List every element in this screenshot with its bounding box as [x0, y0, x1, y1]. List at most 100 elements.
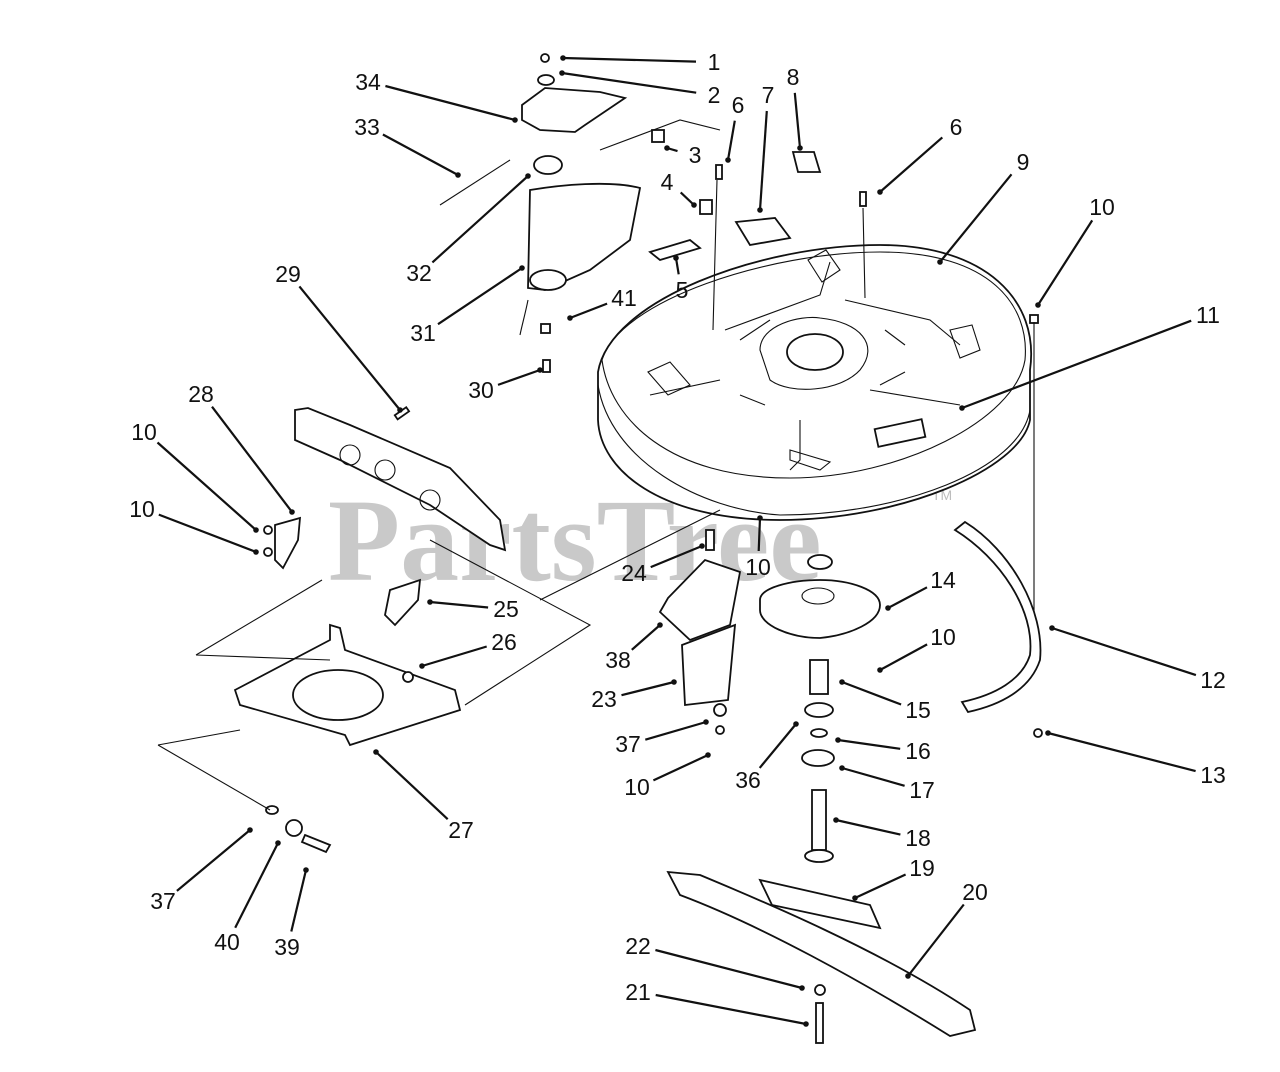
leader-dot — [839, 679, 845, 685]
callout-16: 16 — [835, 737, 931, 764]
callout-41: 41 — [567, 285, 637, 321]
leader-dot — [877, 667, 883, 673]
leader-line — [841, 680, 902, 706]
leader-dot — [455, 172, 461, 178]
leader-line — [907, 903, 965, 977]
leader-line — [679, 191, 695, 206]
callout-label: 20 — [962, 879, 988, 905]
leader-line — [382, 133, 459, 176]
callout-32: 32 — [406, 173, 531, 286]
callout-label: 10 — [129, 496, 155, 522]
callout-label: 21 — [625, 979, 651, 1005]
callout-10: 10 — [131, 419, 259, 533]
callout-label: 41 — [611, 285, 637, 311]
callout-label: 28 — [188, 381, 214, 407]
callout-label: 1 — [708, 49, 721, 75]
leader-dot — [253, 527, 259, 533]
leader-line — [631, 624, 661, 651]
leader-line — [939, 173, 1013, 263]
spindle-assembly — [758, 554, 882, 930]
leader-dot — [303, 867, 309, 873]
leader-dot — [512, 117, 518, 123]
callout-label: 13 — [1200, 762, 1226, 788]
callout-27: 27 — [373, 749, 474, 843]
callout-4: 4 — [661, 169, 697, 208]
callout-label: 22 — [625, 933, 651, 959]
callout-label: 4 — [661, 169, 674, 195]
callout-3: 3 — [664, 142, 701, 168]
leader-line — [650, 544, 703, 569]
leader-line — [758, 110, 768, 211]
leader-dot — [664, 145, 670, 151]
leader-line — [156, 441, 257, 531]
callout-label: 30 — [468, 377, 494, 403]
callout-label: 10 — [930, 624, 956, 650]
leader-dot — [419, 663, 425, 669]
leader-dot — [373, 749, 379, 755]
callout-24: 24 — [621, 543, 705, 586]
leader-dot — [877, 189, 883, 195]
callout-26: 26 — [419, 629, 517, 669]
leader-line — [562, 56, 697, 63]
callout-label: 37 — [150, 888, 176, 914]
leader-dot — [657, 622, 663, 628]
leader-dot — [247, 827, 253, 833]
callout-39: 39 — [274, 867, 309, 960]
leader-line — [757, 517, 762, 552]
callout-18: 18 — [833, 817, 931, 851]
callout-10: 10 — [129, 496, 259, 555]
leader-line — [421, 645, 488, 668]
callout-label: 27 — [448, 817, 474, 843]
callout-label: 12 — [1200, 667, 1226, 693]
idler-bracket-assembly — [439, 53, 721, 373]
leader-line — [726, 120, 736, 161]
callout-33: 33 — [354, 114, 461, 178]
callout-label: 8 — [787, 64, 800, 90]
leader-line — [655, 993, 807, 1026]
mower-blade — [666, 870, 977, 1044]
lift-plate — [233, 623, 462, 747]
callout-28: 28 — [188, 381, 295, 515]
leader-dot — [757, 207, 763, 213]
callout-21: 21 — [625, 979, 809, 1027]
callout-label: 29 — [275, 261, 301, 287]
deck-bracket — [658, 529, 742, 735]
leader-line — [887, 586, 928, 609]
callout-label: 31 — [410, 320, 436, 346]
callout-label: 6 — [950, 114, 963, 140]
leader-line — [835, 818, 901, 836]
callout-15: 15 — [839, 679, 931, 723]
baffle — [953, 520, 1043, 738]
callout-label: 23 — [591, 686, 617, 712]
leader-dot — [937, 259, 943, 265]
leader-line — [961, 319, 1192, 410]
callout-label: 18 — [905, 825, 931, 851]
leader-dot — [705, 752, 711, 758]
leader-line — [621, 680, 675, 697]
callout-label: 38 — [605, 647, 631, 673]
leader-dot — [525, 173, 531, 179]
leader-line — [652, 754, 709, 782]
leader-dot — [519, 265, 525, 271]
callout-label: 14 — [930, 567, 956, 593]
leader-dot — [427, 599, 433, 605]
leader-dot — [803, 1021, 809, 1027]
leader-line — [234, 842, 279, 929]
callout-25: 25 — [427, 596, 519, 622]
leader-dot — [959, 405, 965, 411]
callout-36: 36 — [735, 721, 799, 793]
callout-label: 32 — [406, 260, 432, 286]
leader-line — [431, 175, 529, 264]
leader-line — [298, 285, 401, 411]
leader-dot — [839, 765, 845, 771]
callout-7: 7 — [757, 82, 774, 213]
leader-line — [655, 948, 803, 990]
leader-dot — [797, 145, 803, 151]
leader-dot — [852, 895, 858, 901]
leader-line — [758, 723, 797, 769]
leader-dot — [885, 605, 891, 611]
callout-13: 13 — [1045, 730, 1226, 788]
leader-dot — [397, 407, 403, 413]
